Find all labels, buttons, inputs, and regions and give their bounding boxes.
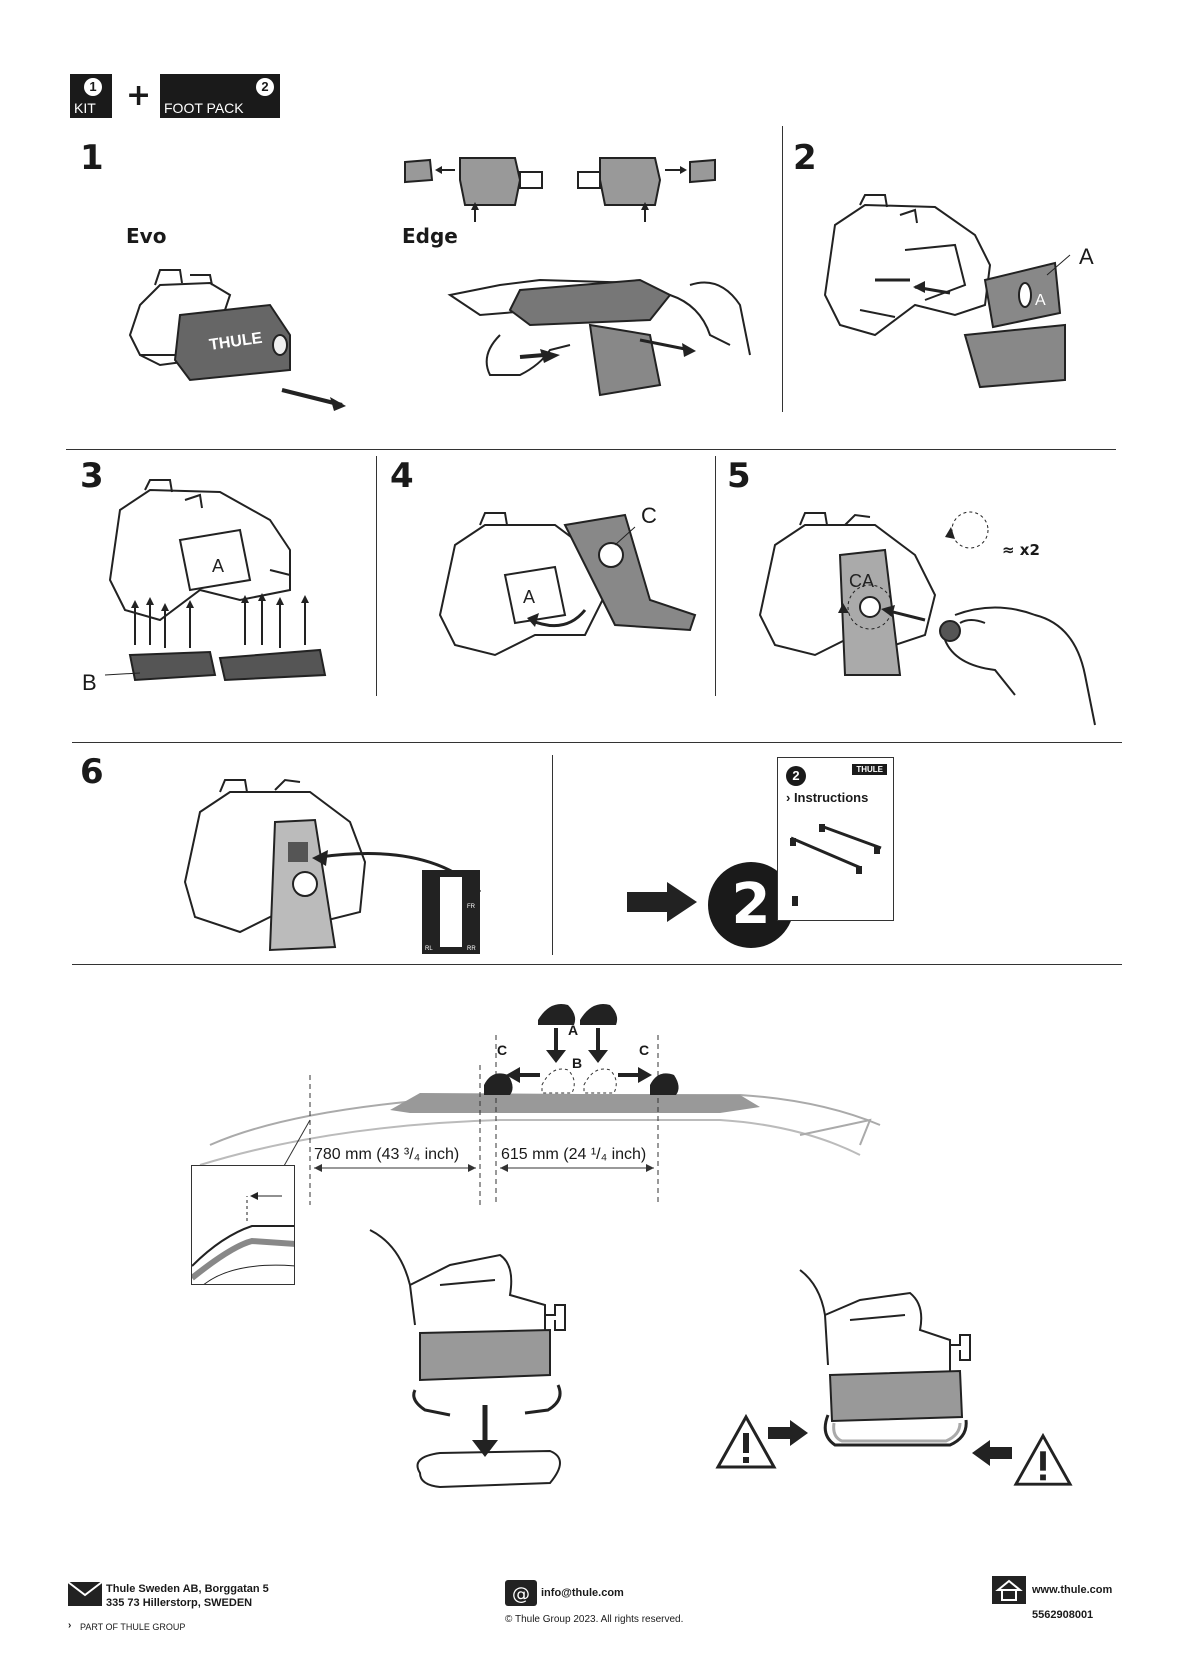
zoom-detail-drawing xyxy=(192,1192,294,1284)
step-1-number: 1 xyxy=(80,138,104,178)
step6-illustration: FR RL RR xyxy=(183,778,482,954)
divider-step6-next xyxy=(552,755,553,955)
divider-step4-step5 xyxy=(715,456,716,696)
step5-illustration: CA xyxy=(758,511,1096,726)
step-6-number: 6 xyxy=(80,752,104,792)
pos-rl: RL xyxy=(425,946,433,952)
envelope-icon xyxy=(67,1581,103,1606)
evo-label: Evo xyxy=(126,224,167,248)
warning-icon-right xyxy=(1013,1432,1073,1486)
kit-number: 1 xyxy=(84,78,102,96)
placement-label-c-right: C xyxy=(639,1042,650,1058)
pos-rr: RR xyxy=(467,946,476,952)
step4-callout-c: C xyxy=(641,503,657,528)
divider-step3-step4 xyxy=(376,456,377,696)
edge-label: Edge xyxy=(402,224,458,248)
next-arrow-icon xyxy=(627,882,697,922)
svg-text:@: @ xyxy=(512,1584,530,1605)
foot-pack-number: 2 xyxy=(256,78,274,96)
step4-illustration: A xyxy=(438,512,697,657)
foot-lowering-illustration xyxy=(369,1229,566,1489)
kit-box: 1 KIT xyxy=(70,74,112,118)
plus-sign: + xyxy=(126,78,152,113)
divider-row1 xyxy=(66,449,1116,450)
placement-label-b: B xyxy=(572,1055,583,1071)
pos-fr: FR xyxy=(467,904,476,910)
divider-step1-step2 xyxy=(782,126,783,412)
step2-illustration: A xyxy=(823,194,1071,389)
edge-parts-illustration xyxy=(404,157,716,222)
step-3-number: 3 xyxy=(80,456,104,496)
foot-pack-label: FOOT PACK xyxy=(164,100,244,116)
footer-website[interactable]: www.thule.com xyxy=(1032,1584,1113,1596)
placement-label-a: A xyxy=(568,1022,579,1038)
step5-repeat: ≈ x2 xyxy=(1002,541,1040,559)
step-4-number: 4 xyxy=(390,456,414,496)
foot-clamping-illustration xyxy=(799,1269,971,1447)
step3-illustration: A xyxy=(104,479,327,682)
footer-address-line2: 335 73 Hillerstorp, SWEDEN xyxy=(106,1597,253,1609)
next-step-number: 2 xyxy=(731,872,771,937)
kit-label: KIT xyxy=(74,100,96,116)
zoom-detail-box xyxy=(191,1165,295,1285)
evo-foot-illustration: THULE xyxy=(128,269,346,411)
divider-row3 xyxy=(72,964,1122,965)
step3-callout-b: B xyxy=(82,670,97,695)
footer-address-line1: Thule Sweden AB, Borggatan 5 xyxy=(106,1583,269,1595)
step-5-number: 5 xyxy=(727,456,751,496)
footer-part-number: 5562908001 xyxy=(1032,1609,1094,1621)
dimension-rear: 615 mm (24 ¹/₄ inch) xyxy=(499,1146,649,1164)
card-roof-bars-icon xyxy=(790,824,882,874)
card-thule-badge: THULE xyxy=(852,764,887,775)
step2-part-letter: A xyxy=(1035,292,1046,309)
card-number: 2 xyxy=(792,768,800,783)
footer-copyright: © Thule Group 2023. All rights reserved. xyxy=(505,1614,684,1625)
step2-callout-a: A xyxy=(1079,244,1094,269)
divider-row2 xyxy=(72,742,1122,743)
step5-part-letter: CA xyxy=(849,571,874,591)
warning-icon-left xyxy=(715,1413,777,1469)
footer-group: PART OF THULE GROUP xyxy=(80,1622,186,1632)
footer-email[interactable]: info@thule.com xyxy=(541,1587,624,1599)
foot-pack-box: 2 FOOT PACK xyxy=(160,74,280,118)
arrow-right-icon xyxy=(768,1420,808,1446)
house-icon xyxy=(992,1576,1026,1604)
card-foot-icon xyxy=(792,896,798,906)
instructions-card: 2 THULE › Instructions xyxy=(777,757,894,921)
edge-removal-illustration xyxy=(447,278,751,397)
at-sign-icon: @ xyxy=(505,1580,537,1606)
step4-part-letter: A xyxy=(523,587,535,607)
arrow-left-icon xyxy=(972,1440,1012,1466)
step-2-number: 2 xyxy=(793,138,817,178)
card-title: › Instructions xyxy=(786,790,869,805)
chevron-icon: › xyxy=(68,1620,72,1631)
card-number-circle: 2 xyxy=(786,766,806,786)
step3-part-letter: A xyxy=(212,556,224,576)
car-roof-diagram xyxy=(199,1004,881,1205)
placement-label-c-left: C xyxy=(497,1042,508,1058)
dimension-front: 780 mm (43 ³/₄ inch) xyxy=(312,1146,462,1164)
